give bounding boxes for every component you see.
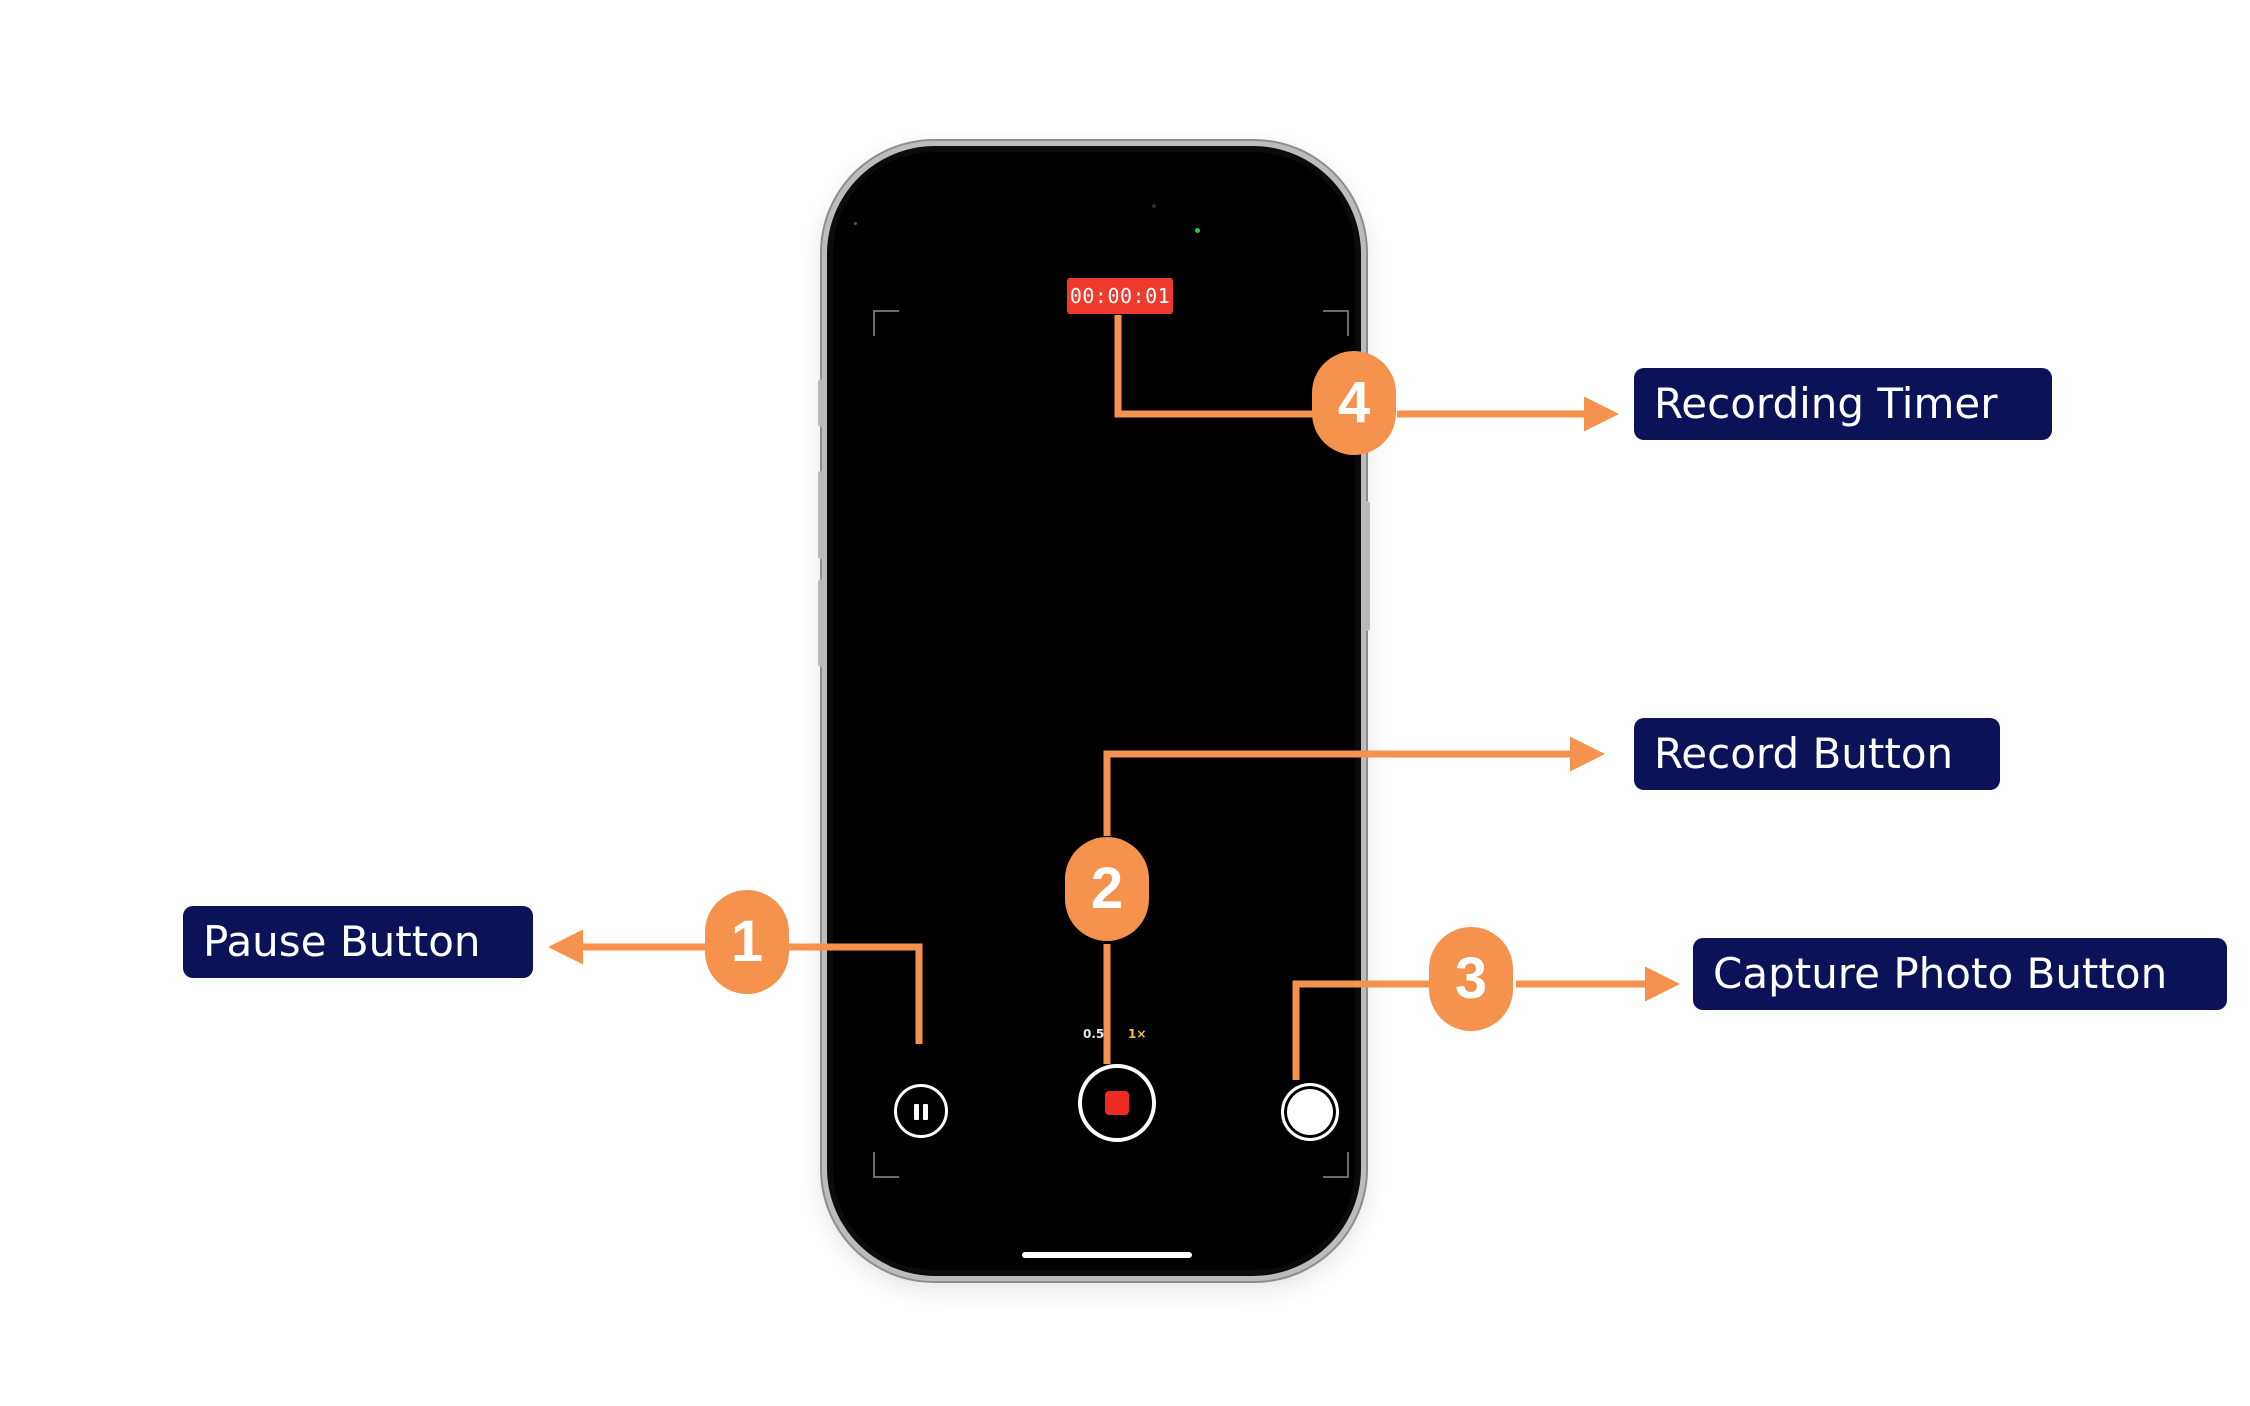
viewfinder-corner-top-left [873,310,899,336]
stop-icon [1105,1091,1129,1115]
arrow-record-button [1103,736,1605,836]
phone-device: 00:00:01 0.5 1× [818,141,1370,1281]
record-button[interactable] [1078,1064,1156,1142]
viewfinder-corner-top-right [1323,310,1349,336]
connector-pause-button [789,943,923,1044]
status-dot-left [854,222,857,225]
badge-4: 4 [1312,351,1396,455]
pause-icon-bar [923,1104,928,1120]
camera-in-use-indicator [1195,228,1200,233]
home-indicator[interactable] [1022,1252,1192,1258]
badge-3: 3 [1429,927,1513,1031]
badge-1: 1 [705,890,789,994]
label-record-button: Record Button [1634,718,2000,790]
connector-capture-photo-button [1292,980,1431,1080]
volume-up-button [818,471,824,559]
connector-recording-timer [1114,315,1356,418]
zoom-option-1x[interactable]: 1× [1128,1027,1147,1041]
phone-bezel: 00:00:01 0.5 1× [827,146,1361,1276]
capture-photo-button[interactable] [1281,1083,1339,1141]
volume-down-button [818,579,824,667]
badge-2: 2 [1065,837,1149,941]
pause-icon [914,1104,919,1120]
action-button [818,379,824,427]
viewfinder-corner-bottom-left [873,1152,899,1178]
viewfinder-corner-bottom-right [1323,1152,1349,1178]
pause-button[interactable] [894,1084,948,1138]
label-capture-photo-button: Capture Photo Button [1693,938,2227,1010]
side-power-button [1364,501,1370,631]
camera-screen: 00:00:01 0.5 1× [833,152,1355,1270]
front-camera-dot [1152,204,1156,208]
recording-timer: 00:00:01 [1067,278,1173,314]
label-recording-timer: Recording Timer [1634,368,2052,440]
zoom-option-0-5[interactable]: 0.5 [1083,1027,1105,1041]
label-pause-button: Pause Button [183,906,533,978]
